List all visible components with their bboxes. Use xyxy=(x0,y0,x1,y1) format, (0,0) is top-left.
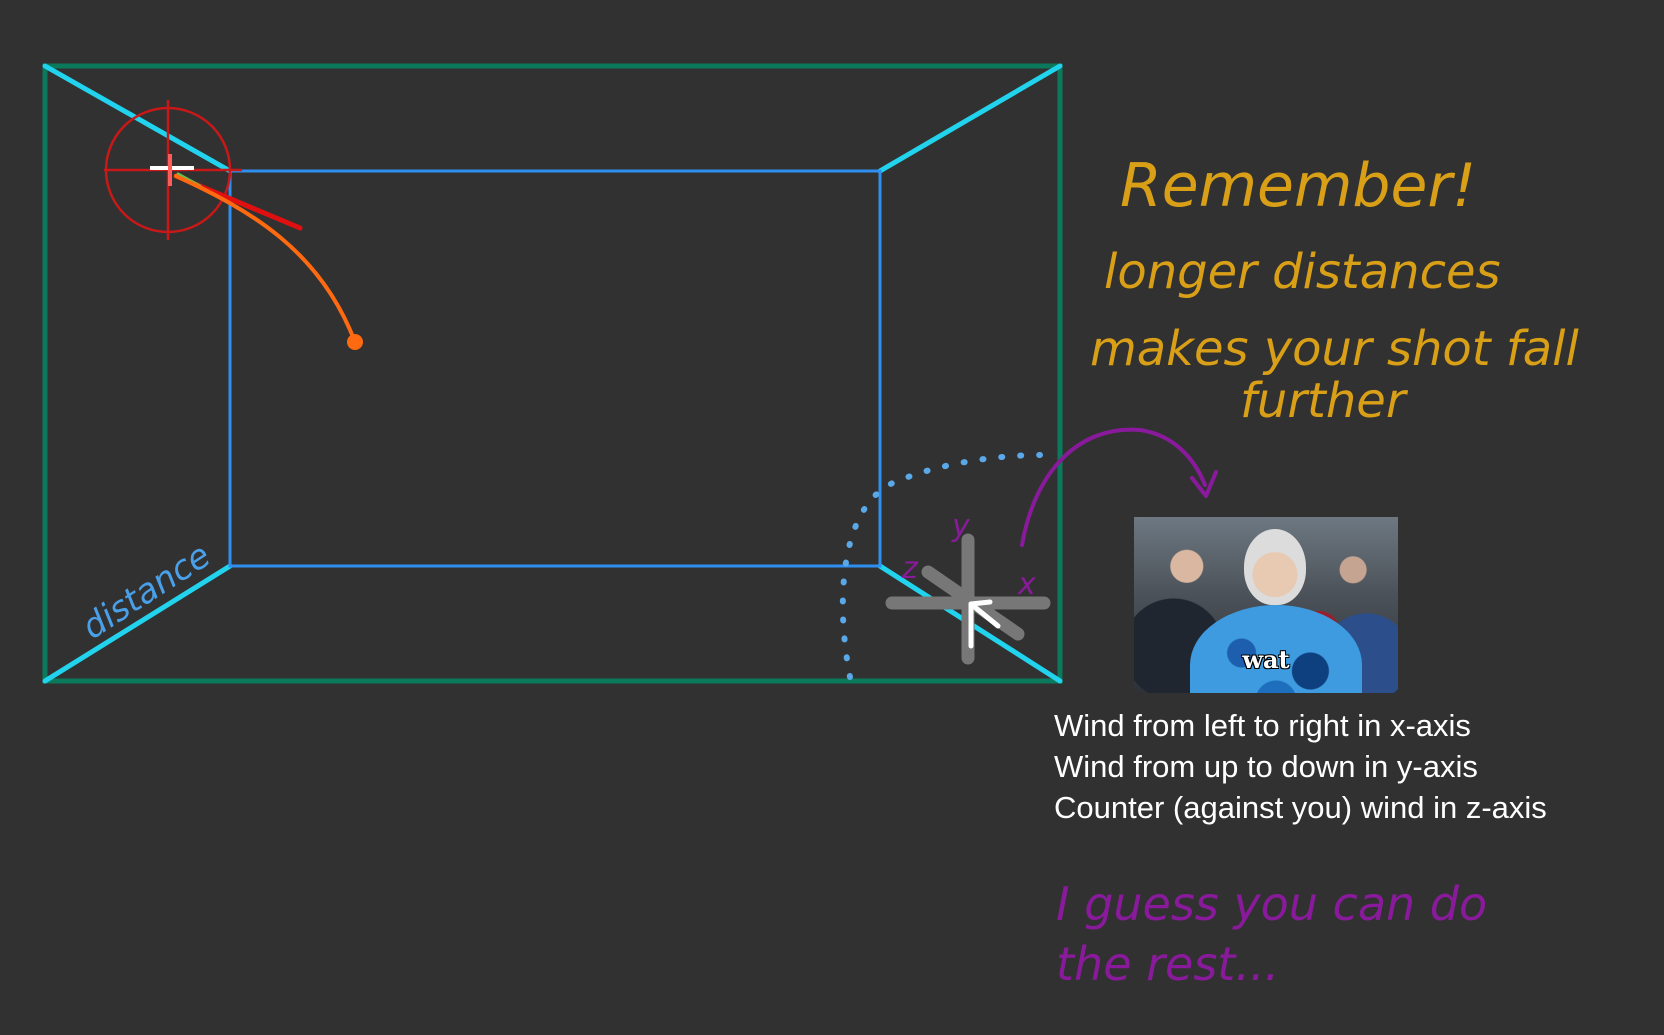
crosshair-icon xyxy=(104,100,242,240)
perspective-lines xyxy=(42,63,1063,684)
rest-line-2: the rest... xyxy=(1056,937,1279,991)
perspective-line-bottom-left xyxy=(42,563,233,684)
inner-frame xyxy=(228,169,882,568)
pointer-arrow xyxy=(1020,427,1207,547)
meme-caption: wat xyxy=(1242,645,1290,674)
meme-shirt xyxy=(1190,605,1362,693)
cursor-arrow-icon xyxy=(968,599,1001,649)
remember-line-4: further xyxy=(1240,373,1409,429)
remember-note: Remember! longer distances makes your sh… xyxy=(1090,151,1579,429)
wind-line-z: Counter (against you) wind in z-axis xyxy=(1054,790,1547,825)
perspective-line-top-right xyxy=(877,63,1063,174)
meme-face xyxy=(1244,529,1306,605)
rest-line-1: I guess you can do xyxy=(1056,877,1487,931)
axis-label-x: x xyxy=(1017,567,1036,602)
distance-label: distance xyxy=(75,536,218,648)
remember-line-3: makes your shot fall xyxy=(1090,321,1579,377)
wat-meme-image: wat xyxy=(1134,517,1398,693)
remember-line-1: Remember! xyxy=(1120,151,1476,221)
axis-label-z: z xyxy=(901,551,919,586)
wind-explanation: Wind from left to right in x-axis Wind f… xyxy=(1054,705,1654,828)
wind-line-y: Wind from up to down in y-axis xyxy=(1054,749,1478,784)
axis-label-y: y xyxy=(951,509,971,544)
outer-frame xyxy=(42,63,1063,684)
impact-point xyxy=(347,334,363,350)
pointer-arrow-head xyxy=(1190,470,1218,498)
dotted-arc xyxy=(839,452,1043,680)
wind-line-x: Wind from left to right in x-axis xyxy=(1054,708,1471,743)
rest-note: I guess you can do the rest... xyxy=(1056,877,1487,991)
perspective-line-top-left xyxy=(42,63,233,174)
bullet-trajectory xyxy=(174,174,357,344)
remember-line-2: longer distances xyxy=(1104,244,1501,300)
